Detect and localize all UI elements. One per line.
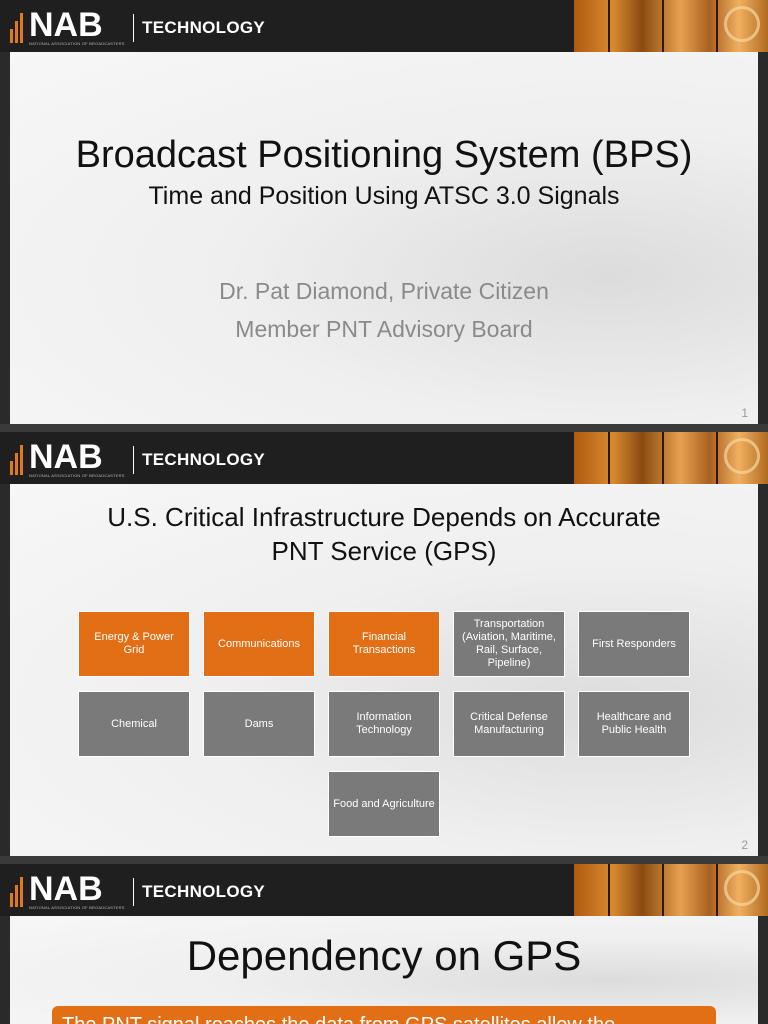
page-number: 2 — [741, 838, 748, 852]
section-label: TECHNOLOGY — [142, 450, 266, 469]
header-decorative-image — [574, 432, 768, 484]
logo-divider — [132, 446, 135, 474]
infrastructure-box: Chemical — [78, 691, 190, 757]
logo-text: NAB — [29, 870, 103, 908]
nab-logo: NAB NATIONAL ASSOCIATION OF BROADCASTERS… — [10, 440, 270, 480]
slide-header: NAB NATIONAL ASSOCIATION OF BROADCASTERS… — [0, 0, 768, 52]
logo-subtext: NATIONAL ASSOCIATION OF BROADCASTERS — [29, 905, 125, 910]
logo-divider — [132, 14, 135, 42]
section-label: TECHNOLOGY — [142, 882, 266, 901]
nab-logo-mark-icon — [10, 13, 25, 43]
author-line-1: Dr. Pat Diamond, Private Citizen — [219, 278, 549, 304]
nab-logo: NAB NATIONAL ASSOCIATION OF BROADCASTERS… — [10, 8, 270, 48]
infrastructure-box: Food and Agriculture — [328, 771, 440, 837]
header-decorative-image — [574, 0, 768, 52]
page-number: 1 — [741, 406, 748, 420]
slide-title-line-1: U.S. Critical Infrastructure Depends on … — [107, 502, 661, 532]
nab-logo-mark-icon — [10, 877, 25, 907]
slide-body: U.S. Critical Infrastructure Depends on … — [10, 484, 758, 856]
logo-divider — [132, 878, 135, 906]
bullet-callout: The PNT signal reaches the data from GPS… — [52, 1006, 716, 1024]
slide-subtitle: Time and Position Using ATSC 3.0 Signals — [148, 182, 620, 210]
section-label: TECHNOLOGY — [142, 18, 266, 37]
header-decorative-image — [574, 864, 768, 916]
author-block: Dr. Pat Diamond, Private Citizen Member … — [10, 272, 758, 348]
slide-body: Dependency on GPS The PNT signal reaches… — [10, 916, 758, 1024]
logo-text: NAB — [29, 6, 103, 44]
infrastructure-box: Financial Transactions — [328, 611, 440, 677]
slide-title: Dependency on GPS — [186, 932, 582, 979]
nab-logo-mark-icon — [10, 445, 25, 475]
infrastructure-box: Information Technology — [328, 691, 440, 757]
slide-title: Broadcast Positioning System (BPS) — [75, 134, 693, 176]
slide-body: Broadcast Positioning System (BPS) Time … — [10, 52, 758, 424]
infrastructure-box: First Responders — [578, 611, 690, 677]
infrastructure-box: Dams — [203, 691, 315, 757]
slide-3: NAB NATIONAL ASSOCIATION OF BROADCASTERS… — [0, 864, 768, 1024]
slide-header: NAB NATIONAL ASSOCIATION OF BROADCASTERS… — [0, 864, 768, 916]
infrastructure-box: Energy & Power Grid — [78, 611, 190, 677]
logo-text: NAB — [29, 438, 103, 476]
infrastructure-box: Healthcare and Public Health — [578, 691, 690, 757]
infrastructure-box: Communications — [203, 611, 315, 677]
logo-subtext: NATIONAL ASSOCIATION OF BROADCASTERS — [29, 41, 125, 46]
infrastructure-box: Critical Defense Manufacturing — [453, 691, 565, 757]
infrastructure-box: Transportation (Aviation, Maritime, Rail… — [453, 611, 565, 677]
slide-1: NAB NATIONAL ASSOCIATION OF BROADCASTERS… — [0, 0, 768, 424]
slide-2: NAB NATIONAL ASSOCIATION OF BROADCASTERS… — [0, 432, 768, 856]
nab-logo: NAB NATIONAL ASSOCIATION OF BROADCASTERS… — [10, 872, 270, 912]
slide-title-line-2: PNT Service (GPS) — [271, 536, 497, 566]
logo-subtext: NATIONAL ASSOCIATION OF BROADCASTERS — [29, 473, 125, 478]
slide-title: U.S. Critical Infrastructure Depends on … — [10, 500, 758, 568]
author-line-2: Member PNT Advisory Board — [235, 316, 533, 342]
slide-header: NAB NATIONAL ASSOCIATION OF BROADCASTERS… — [0, 432, 768, 484]
